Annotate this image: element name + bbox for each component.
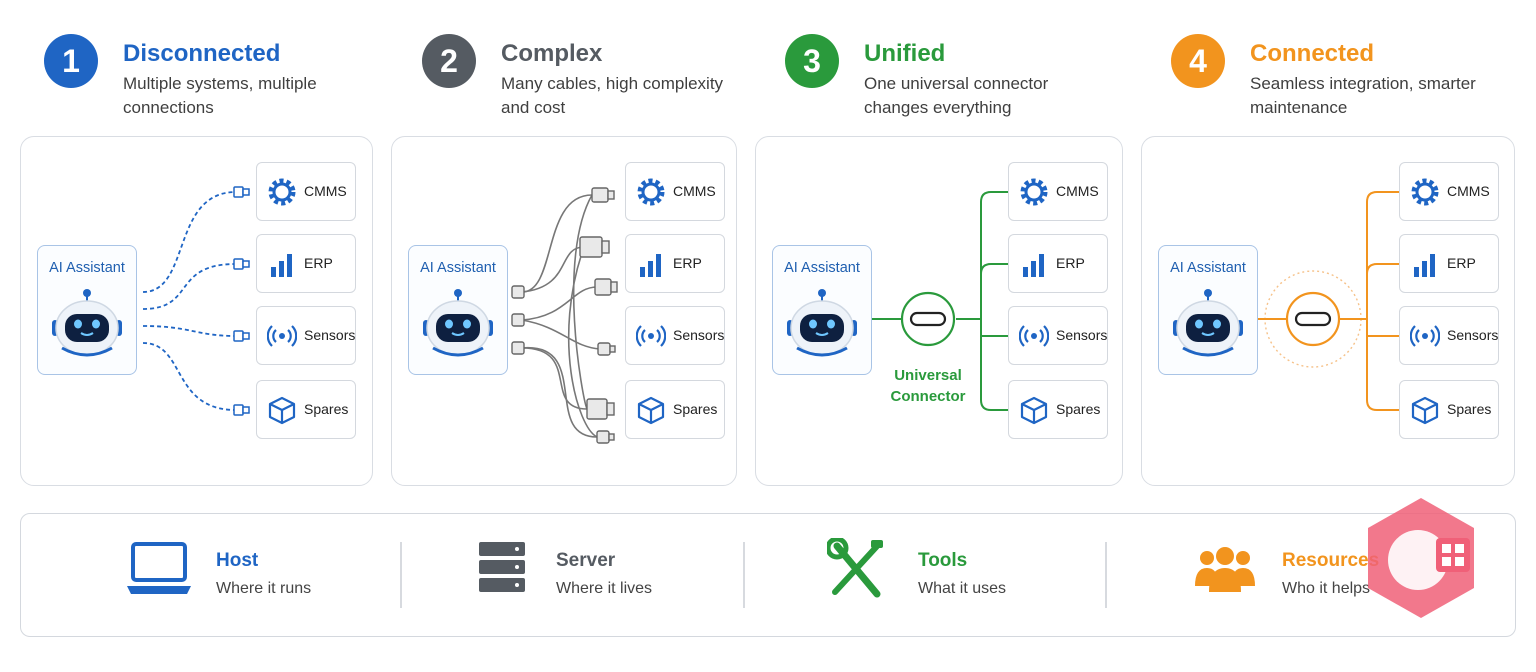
step-title: Complex xyxy=(501,40,603,67)
legend-title-host: Host xyxy=(216,550,259,571)
dashed-connections xyxy=(142,186,250,416)
system-label: ERP xyxy=(304,255,333,271)
system-card-erp: ERP xyxy=(625,234,725,293)
bar-chart-icon xyxy=(271,254,292,277)
gear-icon xyxy=(637,178,665,206)
divider xyxy=(400,542,402,608)
step-title: Connected xyxy=(1250,40,1375,67)
system-card-spares: Spares xyxy=(256,380,356,439)
system-card-erp: ERP xyxy=(1008,234,1108,293)
ai-assistant-card: AI Assistant xyxy=(408,245,508,375)
system-label: Sensors xyxy=(673,327,725,343)
system-card-sensors: Sensors xyxy=(1008,306,1108,365)
divider xyxy=(743,542,745,608)
people-icon xyxy=(1195,547,1255,592)
bar-chart-icon xyxy=(1414,254,1435,277)
system-label: Spares xyxy=(673,401,718,417)
gear-icon xyxy=(268,178,296,206)
robot-icon xyxy=(787,289,857,357)
bar-chart-icon xyxy=(1023,254,1044,277)
legend-subtitle-tools: What it uses xyxy=(918,580,1007,597)
system-label: CMMS xyxy=(1447,183,1490,199)
system-label: ERP xyxy=(1056,255,1085,271)
panel-disconnected: AI Assistant CMMS ERP Sensors Spares xyxy=(20,136,373,486)
system-label: CMMS xyxy=(673,183,716,199)
system-label: Sensors xyxy=(304,327,356,343)
ai-assistant-card: AI Assistant xyxy=(37,245,137,375)
panel-unified: Universal Connector AI Assistant CMMS ER… xyxy=(755,136,1123,486)
system-card-cmms: CMMS xyxy=(256,162,356,221)
tangled-cables xyxy=(511,187,618,444)
system-label: Spares xyxy=(1447,401,1492,417)
system-card-cmms: CMMS xyxy=(1008,162,1108,221)
ai-assistant-card: AI Assistant xyxy=(1158,245,1258,375)
sensor-icon xyxy=(1019,325,1049,347)
legend-subtitle-host: Where it runs xyxy=(216,580,312,597)
system-label: Sensors xyxy=(1056,327,1108,343)
step-number-badge: 1 xyxy=(44,34,98,88)
ai-assistant-label: AI Assistant xyxy=(1170,260,1246,276)
step-description: One universal connector changes everythi… xyxy=(864,74,1049,117)
system-label: CMMS xyxy=(1056,183,1099,199)
box-icon xyxy=(1020,396,1048,425)
system-card-erp: ERP xyxy=(256,234,356,293)
system-card-erp: ERP xyxy=(1399,234,1499,293)
step-title: Disconnected xyxy=(123,40,281,67)
system-card-spares: Spares xyxy=(1008,380,1108,439)
ai-assistant-card: AI Assistant xyxy=(772,245,872,375)
system-card-sensors: Sensors xyxy=(256,306,356,365)
ai-assistant-label: AI Assistant xyxy=(49,260,125,276)
sensor-icon xyxy=(1410,325,1440,347)
watermark-logo xyxy=(1368,498,1474,618)
system-label: Spares xyxy=(1056,401,1101,417)
legend-subtitle-resources: Who it helps xyxy=(1282,580,1371,597)
gear-icon xyxy=(1411,178,1439,206)
step-number-badge: 3 xyxy=(785,34,839,88)
ai-assistant-label: AI Assistant xyxy=(420,260,496,276)
robot-icon xyxy=(423,289,493,357)
ai-assistant-label: AI Assistant xyxy=(784,260,860,276)
system-label: Spares xyxy=(304,401,349,417)
step-description: Many cables, high complexity and cost xyxy=(501,74,724,117)
legend-subtitle-server: Where it lives xyxy=(556,580,653,597)
divider xyxy=(1105,542,1107,608)
box-icon xyxy=(637,396,665,425)
gear-icon xyxy=(1020,178,1048,206)
system-card-cmms: CMMS xyxy=(625,162,725,221)
step-title: Unified xyxy=(864,40,946,67)
step-number-badge: 4 xyxy=(1171,34,1225,88)
robot-icon xyxy=(52,289,122,357)
system-card-spares: Spares xyxy=(1399,380,1499,439)
system-card-sensors: Sensors xyxy=(1399,306,1499,365)
bar-chart-icon xyxy=(640,254,661,277)
sensor-icon xyxy=(636,325,666,347)
laptop-icon xyxy=(127,542,191,594)
box-icon xyxy=(1411,396,1439,425)
universal-connector-label: Universal Connector xyxy=(890,367,966,405)
system-label: Sensors xyxy=(1447,327,1499,343)
component-legend: Host Where it runs Server Where it lives… xyxy=(20,513,1516,637)
sensor-icon xyxy=(267,325,297,347)
system-card-sensors: Sensors xyxy=(625,306,725,365)
unified-connections xyxy=(870,191,1008,411)
integrated-connections xyxy=(1256,191,1399,411)
system-label: ERP xyxy=(673,255,702,271)
step-description: Multiple systems, multiple connections xyxy=(123,74,317,117)
legend-title-server: Server xyxy=(556,550,616,571)
panel-connected: AI Assistant CMMS ERP Sensors Spares xyxy=(1141,136,1515,486)
robot-icon xyxy=(1173,289,1243,357)
system-label: ERP xyxy=(1447,255,1476,271)
box-icon xyxy=(268,396,296,425)
panel-complex: AI Assistant CMMS ERP Sensors Spares xyxy=(391,136,737,486)
system-label: CMMS xyxy=(304,183,347,199)
legend-title-resources: Resources xyxy=(1282,550,1380,571)
system-card-spares: Spares xyxy=(625,380,725,439)
legend-title-tools: Tools xyxy=(918,550,968,571)
step-description: Seamless integration, smarter maintenanc… xyxy=(1250,74,1476,117)
tools-icon xyxy=(827,538,883,598)
system-card-cmms: CMMS xyxy=(1399,162,1499,221)
step-number-badge: 2 xyxy=(422,34,476,88)
server-icon xyxy=(479,542,525,592)
